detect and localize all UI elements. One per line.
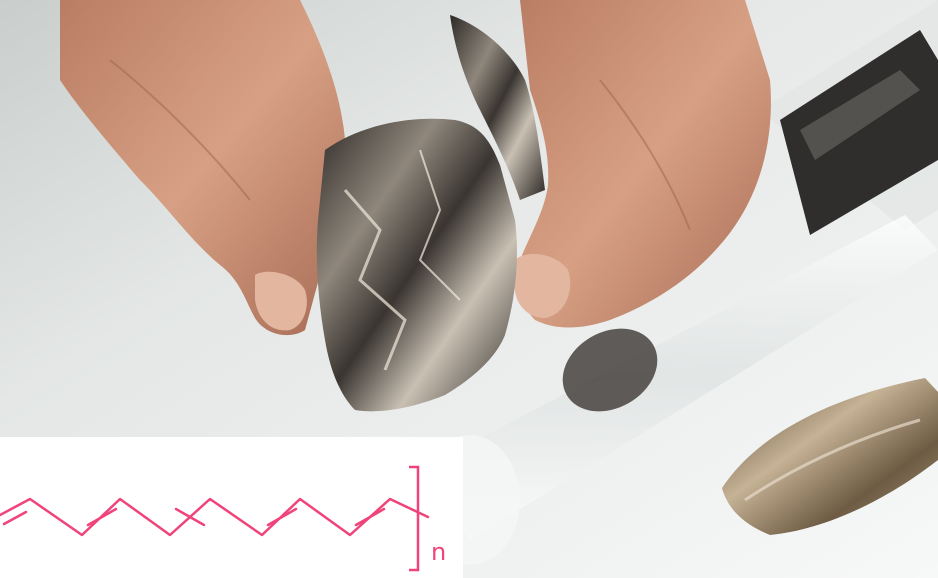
repeat-subscript: n — [431, 538, 447, 566]
glass-tube — [420, 0, 938, 565]
metal-sample — [722, 378, 938, 535]
double-bond-1 — [2, 510, 28, 526]
polymer-film — [316, 15, 545, 412]
right-hand — [514, 0, 771, 328]
polyacetylene-structure — [0, 465, 430, 572]
carbon-chain — [0, 497, 430, 537]
double-bond-2 — [86, 507, 118, 527]
double-bond-4 — [266, 507, 298, 527]
left-hand — [60, 0, 346, 336]
repeat-bracket — [409, 465, 420, 572]
chemical-structure-panel — [0, 437, 463, 578]
double-bond-3 — [174, 507, 206, 527]
double-bond-5 — [354, 507, 386, 527]
polymer-backbone — [0, 497, 430, 537]
